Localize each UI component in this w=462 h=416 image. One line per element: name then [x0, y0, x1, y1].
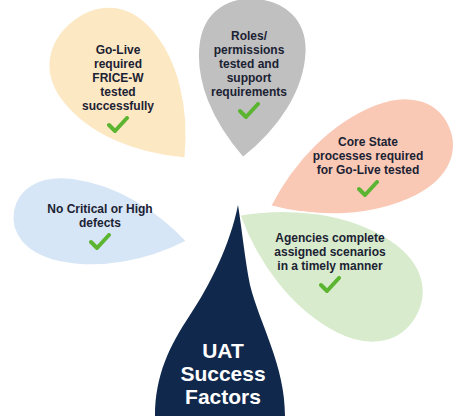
check-mark	[357, 180, 379, 198]
petal: Roles/ permissions tested and support re…	[205, 29, 293, 120]
check-mark	[107, 116, 129, 134]
factor-text: Roles/ permissions tested and support re…	[205, 29, 293, 99]
petal: Agencies complete assigned scenarios in …	[270, 231, 390, 294]
check-mark	[89, 233, 111, 251]
factor-text: No Critical or High defects	[38, 202, 162, 230]
petal: Go-Live required FRICE-W tested successf…	[77, 43, 159, 134]
factor-text: Agencies complete assigned scenarios in …	[270, 231, 390, 273]
check-mark	[319, 276, 341, 294]
factor-text: Go-Live required FRICE-W tested successf…	[77, 43, 159, 113]
stem-title: UAT Success Factors	[171, 339, 275, 408]
petal: No Critical or High defects	[38, 202, 162, 251]
factor-text: Core State processes required for Go-Liv…	[307, 135, 429, 177]
petal: Core State processes required for Go-Liv…	[307, 135, 429, 198]
stem: UAT Success Factors	[150, 205, 290, 416]
check-mark	[238, 102, 260, 120]
